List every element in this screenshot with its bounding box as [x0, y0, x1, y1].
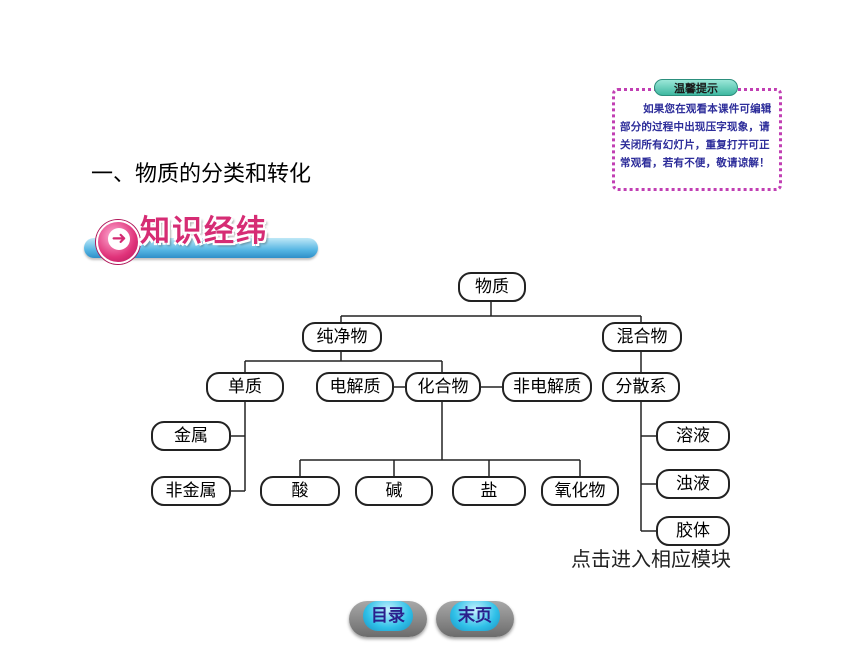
- section-heading: 一、物质的分类和转化: [91, 162, 312, 187]
- node-acid[interactable]: 酸: [260, 476, 340, 506]
- node-oxide[interactable]: 氧化物: [541, 476, 619, 506]
- node-solution[interactable]: 溶液: [656, 421, 730, 451]
- node-mixture[interactable]: 混合物: [602, 322, 682, 352]
- click-hint: 点击进入相应模块: [571, 547, 731, 571]
- node-base[interactable]: 碱: [355, 476, 433, 506]
- tip-title: 温馨提示: [654, 79, 738, 96]
- node-salt[interactable]: 盐: [452, 476, 526, 506]
- node-electrolyte[interactable]: 电解质: [316, 372, 394, 402]
- node-matter[interactable]: 物质: [458, 272, 526, 302]
- node-compound[interactable]: 化合物: [405, 372, 481, 402]
- tip-text: 如果您在观看本课件可编辑部分的过程中出现压字现象，请关闭所有幻灯片，重复打开可正…: [620, 103, 772, 169]
- contents-button[interactable]: 目录: [349, 601, 427, 637]
- node-nonmetal[interactable]: 非金属: [151, 476, 231, 506]
- node-pure-substance[interactable]: 纯净物: [302, 322, 382, 352]
- arrow-right-icon: ➜: [108, 228, 130, 250]
- node-colloid[interactable]: 胶体: [656, 516, 730, 546]
- contents-button-label: 目录: [363, 601, 413, 631]
- last-page-button[interactable]: 末页: [436, 601, 514, 637]
- banner-title: 知识经纬: [140, 214, 268, 249]
- node-dispersion-system[interactable]: 分散系: [602, 372, 680, 402]
- node-element[interactable]: 单质: [206, 372, 284, 402]
- last-page-button-label: 末页: [450, 601, 500, 631]
- node-metal[interactable]: 金属: [151, 421, 231, 451]
- node-turbid-liquid[interactable]: 浊液: [656, 469, 730, 499]
- banner-bar: [84, 238, 318, 258]
- node-nonelectrolyte[interactable]: 非电解质: [502, 372, 592, 402]
